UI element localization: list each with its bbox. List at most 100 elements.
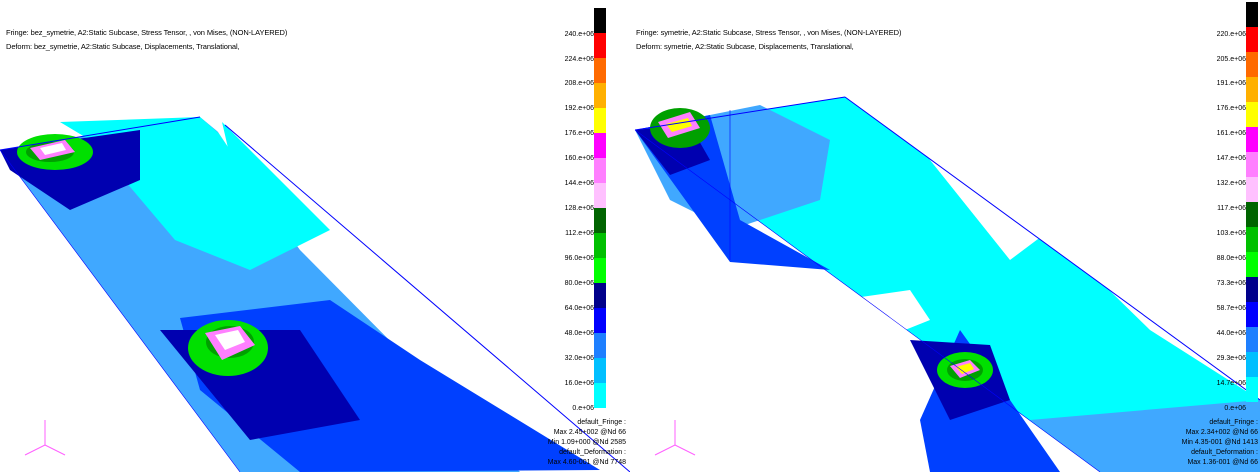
axis-triad-icon: [24, 420, 66, 456]
light-stress-zone: [1030, 400, 1260, 472]
fringe-title: Fringe: symetrie, A2:Static Subcase, Str…: [636, 28, 902, 37]
legend-swatch: [1246, 277, 1258, 302]
deform-title: Deform: bez_symetrie, A2:Static Subcase,…: [6, 42, 240, 51]
legend-tick: 208.e+06: [564, 80, 594, 87]
summary-line: Max 1.36-001 @Nd 66: [1187, 459, 1258, 466]
legend-swatch: [1246, 127, 1258, 152]
summary-line: default_Deformation :: [1191, 449, 1258, 456]
legend-tick: 44.0e+06: [1216, 330, 1246, 337]
legend-tick: 161.e+06: [1216, 130, 1246, 137]
legend-swatch: [594, 58, 606, 83]
result-summary: default_Fringe : Max 2.45+002 @Nd 66 Min…: [548, 418, 626, 468]
legend-tick: 205.e+06: [1216, 56, 1246, 63]
summary-line: Max 2.34+002 @Nd 66: [1185, 429, 1258, 436]
summary-line: Max 2.45+002 @Nd 66: [553, 429, 626, 436]
fringe-legend-bar: [594, 8, 606, 408]
legend-tick: 112.e+06: [565, 230, 594, 237]
edge-line: [634, 129, 1101, 472]
legend-tick: 240.e+06: [564, 31, 594, 38]
legend-tick: 144.e+06: [564, 180, 594, 187]
edge-line: [844, 96, 1260, 401]
hotspot-lower-peak: [215, 330, 245, 350]
result-summary: default_Fringe : Max 2.34+002 @Nd 66 Min…: [1182, 418, 1258, 468]
legend-swatch: [594, 108, 606, 133]
legend-swatch: [594, 33, 606, 58]
legend-tick: 220.e+06: [1216, 31, 1246, 38]
legend-swatch: [1246, 327, 1258, 352]
legend-tick: 14.7e+06: [1216, 380, 1246, 387]
summary-line: Max 4.60-001 @Nd 7748: [547, 459, 626, 466]
summary-line: default_Deformation :: [559, 449, 626, 456]
legend-tick: 32.0e+06: [564, 355, 594, 362]
legend-swatch: [594, 83, 606, 108]
background-area: [890, 110, 1050, 260]
legend-swatch: [1246, 152, 1258, 177]
edge-line: [0, 149, 241, 472]
background-area: [840, 290, 930, 340]
fringe-title: Fringe: bez_symetrie, A2:Static Subcase,…: [6, 28, 288, 37]
legend-swatch: [1246, 352, 1258, 377]
edge-line: [634, 96, 846, 131]
legend-swatch: [1246, 177, 1258, 202]
legend-tick: 88.0e+06: [1216, 255, 1246, 262]
legend-tick: 16.0e+06: [564, 380, 594, 387]
axis-triad-icon: [654, 420, 696, 456]
legend-tick: 64.0e+06: [564, 305, 594, 312]
legend-tick: 147.e+06: [1216, 155, 1246, 162]
legend-swatch: [1246, 252, 1258, 277]
legend-tick: 0.e+06: [1224, 405, 1246, 412]
legend-tick: 29.3e+06: [1216, 355, 1246, 362]
legend-swatch: [1246, 77, 1258, 102]
legend-tick: 176.e+06: [564, 130, 594, 137]
fringe-legend-bar: [1246, 2, 1258, 402]
legend-tick: 48.0e+06: [564, 330, 594, 337]
legend-swatch: [1246, 227, 1258, 252]
summary-line: default_Fringe :: [1209, 419, 1258, 426]
legend-tick: 80.0e+06: [564, 280, 594, 287]
legend-swatch: [594, 308, 606, 333]
edge-line: [224, 124, 630, 472]
legend-tick: 58.7e+06: [1216, 305, 1246, 312]
legend-swatch: [594, 383, 606, 408]
legend-swatch: [1246, 2, 1258, 27]
legend-swatch: [594, 8, 606, 33]
edge-line: [0, 116, 201, 151]
legend-swatch: [1246, 102, 1258, 127]
legend-swatch: [594, 283, 606, 308]
legend-tick: 96.0e+06: [564, 255, 594, 262]
legend-tick: 160.e+06: [564, 155, 594, 162]
legend-tick: 117.e+06: [1217, 205, 1246, 212]
background-area: [210, 120, 630, 472]
legend-swatch: [594, 258, 606, 283]
summary-line: default_Fringe :: [577, 419, 626, 426]
legend-swatch: [1246, 52, 1258, 77]
viewport-right[interactable]: Fringe: symetrie, A2:Static Subcase, Str…: [630, 0, 1260, 472]
legend-swatch: [1246, 377, 1258, 402]
hotspot-lower-peak: [956, 363, 974, 374]
legend-swatch: [594, 233, 606, 258]
summary-line: Min 1.09+000 @Nd 2585: [547, 439, 626, 446]
legend-swatch: [594, 183, 606, 208]
fringe-plot-right[interactable]: [630, 0, 1260, 472]
legend-tick: 192.e+06: [564, 105, 594, 112]
legend-swatch: [594, 208, 606, 233]
legend-swatch: [1246, 302, 1258, 327]
legend-tick: 73.3e+06: [1216, 280, 1246, 287]
legend-swatch: [1246, 27, 1258, 52]
legend-tick: 191.e+06: [1216, 80, 1246, 87]
legend-tick: 0.e+06: [572, 405, 594, 412]
legend-swatch: [1246, 202, 1258, 227]
legend-tick: 128.e+06: [564, 205, 594, 212]
legend-swatch: [594, 358, 606, 383]
legend-tick: 176.e+06: [1216, 105, 1246, 112]
legend-tick: 103.e+06: [1216, 230, 1246, 237]
legend-swatch: [594, 133, 606, 158]
deform-title: Deform: symetrie, A2:Static Subcase, Dis…: [636, 42, 854, 51]
legend-swatch: [594, 158, 606, 183]
fringe-plot-left[interactable]: [0, 0, 630, 472]
background-area: [930, 115, 1260, 400]
hotspot-upper-peak: [666, 118, 692, 132]
viewport-left[interactable]: Fringe: bez_symetrie, A2:Static Subcase,…: [0, 0, 630, 472]
summary-line: Min 4.35-001 @Nd 1413: [1181, 439, 1258, 446]
hotspot-upper-peak: [40, 143, 66, 155]
